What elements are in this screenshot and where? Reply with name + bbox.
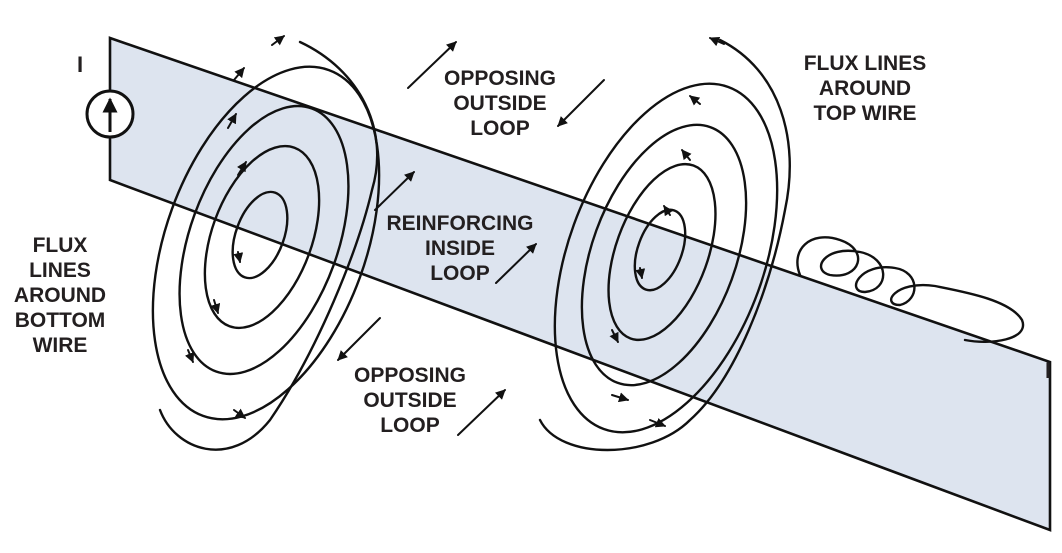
- flux-top-line1: FLUX LINES: [804, 52, 927, 75]
- flux-bottom-line5: WIRE: [33, 334, 88, 357]
- opposing-top-line3: LOOP: [470, 117, 530, 140]
- reinforcing-line1: REINFORCING: [387, 212, 534, 235]
- flux-loops-bottom-wire: [151, 35, 381, 451]
- field-direction-arrows: [337, 41, 605, 436]
- opposing-top-line1: OPPOSING: [444, 67, 556, 90]
- current-label-left: I: [77, 52, 83, 77]
- flux-bottom-line2: LINES: [29, 259, 91, 282]
- flux-top-line2: AROUND: [819, 77, 911, 100]
- flux-bottom-line1: FLUX: [33, 234, 88, 257]
- opposing-top-line2: OUTSIDE: [453, 92, 546, 115]
- flux-loops-top-wire: [538, 36, 791, 452]
- flux-top-line3: TOP WIRE: [813, 102, 916, 125]
- coiled-wire: [796, 236, 1025, 343]
- opposing-bottom-line3: LOOP: [380, 414, 440, 437]
- opposing-bottom-line2: OUTSIDE: [363, 389, 456, 412]
- reinforcing-line3: LOOP: [430, 262, 490, 285]
- current-source-icon: [85, 89, 135, 139]
- reinforcing-line2: INSIDE: [425, 237, 495, 260]
- current-label-right: I: [1045, 358, 1051, 383]
- flux-bottom-line4: BOTTOM: [15, 309, 106, 332]
- flux-bottom-line3: AROUND: [14, 284, 106, 307]
- opposing-bottom-line1: OPPOSING: [354, 364, 466, 387]
